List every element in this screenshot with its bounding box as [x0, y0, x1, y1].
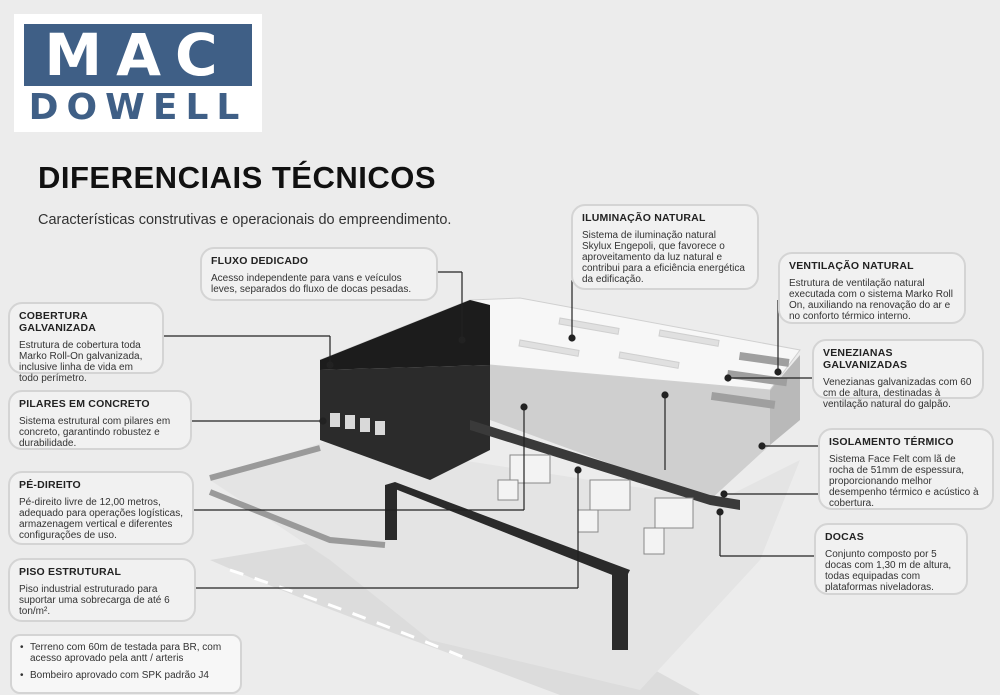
office-block: [320, 365, 490, 480]
warehouse-front-wall: [490, 365, 770, 500]
site-lot: [210, 440, 800, 690]
callout-text: Estrutura de ventilação natural executad…: [789, 278, 953, 322]
truck-1: [497, 454, 551, 501]
callout-docas: DOCAS Conjunto composto por 5 docas com …: [814, 523, 968, 595]
callout-venezianas-galvanizadas: VENEZIANAS GALVANIZADAS Venezianas galva…: [812, 339, 984, 410]
office-windows: [330, 413, 385, 435]
callout-text: Estrutura de cobertura toda Marko Roll-O…: [19, 340, 143, 384]
page-title: DIFERENCIAIS TÉCNICOS: [38, 160, 437, 195]
callout-piso-estrutural: PISO ESTRUTURAL Piso industrial estrutur…: [8, 558, 196, 622]
trucks: [497, 454, 694, 555]
callout-title: ISOLAMENTO TÉRMICO: [829, 436, 954, 448]
gantry-post-left: [385, 485, 397, 540]
callout-title: VENTILAÇÃO NATURAL: [789, 260, 914, 272]
callout-text: Piso industrial estruturado para suporta…: [19, 584, 170, 617]
fence: [208, 445, 386, 548]
notes-box: Terreno com 60m de testada para BR, com …: [10, 634, 242, 694]
truck-3: [643, 497, 694, 555]
callout-iluminacao-natural: ILUMINAÇÃO NATURAL Sistema de iluminação…: [571, 204, 759, 290]
callout-pilares-em-concreto: PILARES EM CONCRETO Sistema estrutural c…: [8, 390, 192, 450]
office-parapet: [320, 300, 490, 370]
callout-text: Sistema Face Felt com lã de rocha de 51m…: [829, 454, 979, 509]
callout-title: PISO ESTRUTURAL: [19, 566, 122, 578]
callout-isolamento-termico: ISOLAMENTO TÉRMICO Sistema Face Felt com…: [818, 428, 994, 510]
callout-pe-direito: PÉ-DIREITO Pé-direito livre de 12,00 met…: [8, 471, 194, 545]
callout-title: PÉ-DIREITO: [19, 479, 81, 491]
callout-text: Pé-direito livre de 12,00 metros, adequa…: [19, 497, 184, 541]
callout-title: VENEZIANAS GALVANIZADAS: [823, 347, 908, 371]
logo-line-2: DOWELL: [28, 87, 248, 128]
callout-text: Conjunto composto por 5 docas com 1,30 m…: [825, 549, 952, 593]
page-subtitle: Características construtivas e operacion…: [38, 212, 452, 228]
callout-text: Sistema de iluminação natural Skylux Eng…: [582, 230, 745, 285]
callout-title: ILUMINAÇÃO NATURAL: [582, 212, 706, 224]
callout-title: DOCAS: [825, 531, 864, 543]
callout-cobertura-galvanizada: COBERTURA GALVANIZADA Estrutura de cober…: [8, 302, 164, 384]
dock-canopy: [470, 420, 740, 510]
note-item: Terreno com 60m de testada para BR, com …: [20, 642, 232, 664]
callout-title: COBERTURA GALVANIZADA: [19, 310, 97, 334]
truck-2: [577, 479, 631, 533]
callout-title: PILARES EM CONCRETO: [19, 398, 150, 410]
leader-lines: [158, 271, 822, 589]
callout-text: Venezianas galvanizadas com 60 cm de alt…: [823, 377, 972, 410]
company-logo: MAC DOWELL: [14, 14, 262, 132]
note-item: Bombeiro aprovado com SPK padrão J4: [20, 670, 232, 681]
callout-ventilacao-natural: VENTILAÇÃO NATURAL Estrutura de ventilaç…: [778, 252, 966, 324]
callout-fluxo-dedicado: FLUXO DEDICADO Acesso independente para …: [200, 247, 438, 301]
callout-text: Acesso independente para vans e veículos…: [211, 273, 412, 295]
gantry-post-right: [612, 570, 628, 650]
road-marking: [229, 568, 471, 662]
logo-line-1: MAC: [24, 24, 252, 86]
callout-title: FLUXO DEDICADO: [211, 255, 309, 267]
callout-text: Sistema estrutural com pilares em concre…: [19, 416, 171, 449]
entrance-gantry-beam: [385, 482, 630, 580]
